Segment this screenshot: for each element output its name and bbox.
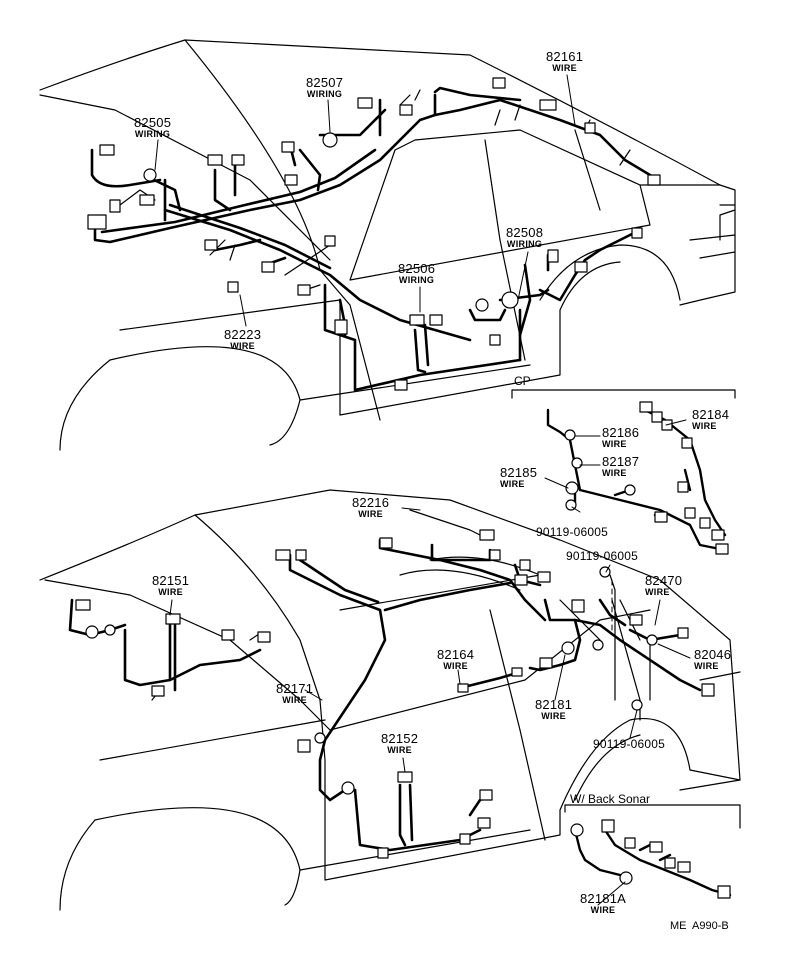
label-82186: 82186 WIRE (602, 426, 639, 449)
part-number: 82508 (506, 225, 544, 240)
label-82171: 82171 WIRE (276, 682, 313, 705)
part-number: 90119-06005 (536, 525, 609, 539)
cp-detail-frame (511, 389, 736, 399)
label-82161: 82161 WIRE (546, 50, 583, 73)
label-leader-lines (154, 74, 691, 906)
part-number: 82216 (352, 495, 390, 510)
label-90119-a: 90119-06005 (536, 526, 608, 538)
lower-connectors (75, 529, 715, 859)
part-name: WIRE (692, 421, 717, 431)
part-name: WIRE (387, 745, 412, 755)
label-82507: 82507 WIRING (306, 76, 343, 99)
part-name: WIRE (158, 587, 183, 597)
part-name: WIRE (602, 439, 627, 449)
part-number: 82506 (398, 261, 436, 276)
part-number: 82187 (602, 454, 640, 469)
label-82181a: 82181A WIRE (580, 892, 626, 915)
part-number: 82507 (306, 75, 344, 90)
part-name: WIRE (590, 905, 616, 915)
label-82506: 82506 WIRING (398, 262, 435, 285)
label-82505: 82505 WIRING (134, 116, 171, 139)
part-number: 82152 (381, 731, 419, 746)
label-90119-b: 90119-06005 (566, 550, 638, 562)
label-82223: 82223 WIRE (224, 328, 261, 351)
section-cp-label: CP (514, 374, 531, 388)
part-number: 82186 (602, 425, 640, 440)
label-82152: 82152 WIRE (381, 732, 418, 755)
label-82184: 82184 WIRE (692, 408, 729, 431)
label-82151: 82151 WIRE (152, 574, 189, 597)
part-number: 82505 (134, 115, 172, 130)
part-number: 82181 (535, 697, 573, 712)
label-82181: 82181 WIRE (535, 698, 572, 721)
upper-wiring-harness (90, 86, 657, 392)
label-82164: 82164 WIRE (437, 648, 474, 671)
part-name: WIRE (230, 341, 255, 351)
back-sonar-detail-frame (564, 804, 741, 829)
part-name: WIRING (506, 239, 543, 249)
label-82185: 82185 WIRE (500, 466, 537, 489)
part-name: WIRE (282, 695, 307, 705)
part-name: WIRE (541, 711, 566, 721)
part-number: 82181A (580, 891, 627, 906)
part-number: 82184 (692, 407, 730, 422)
label-82508: 82508 WIRING (506, 226, 543, 249)
back-sonar-connectors (570, 819, 731, 899)
section-back-sonar-label: W/ Back Sonar (570, 792, 651, 806)
part-number: 82223 (224, 327, 262, 342)
label-82187: 82187 WIRE (602, 455, 639, 478)
part-name: WIRE (602, 468, 627, 478)
part-number: 90119-06005 (566, 549, 639, 563)
part-number: 82151 (152, 573, 190, 588)
part-name: WIRE (358, 509, 383, 519)
label-82216: 82216 WIRE (352, 496, 389, 519)
part-name: WIRE (694, 661, 719, 671)
cp-connectors (564, 401, 729, 555)
part-number: 90119-06005 (593, 737, 666, 751)
part-number: 82046 (694, 647, 732, 662)
part-number: 82164 (437, 647, 475, 662)
part-number: 82161 (546, 49, 584, 64)
label-82046: 82046 WIRE (694, 648, 731, 671)
diagram-reference-code: ME A990-B (670, 920, 729, 932)
part-name: WIRING (398, 275, 435, 285)
part-name: WIRE (500, 479, 525, 489)
upper-car-body-outline (39, 39, 736, 451)
part-name: WIRING (134, 129, 171, 139)
part-name: WIRING (306, 89, 343, 99)
part-name: WIRE (552, 63, 577, 73)
label-90119-c: 90119-06005 (593, 738, 665, 750)
upper-connectors (87, 77, 661, 391)
part-name: WIRE (443, 661, 468, 671)
back-sonar-harness (573, 828, 732, 897)
part-number: 82470 (645, 573, 683, 588)
label-82470: 82470 WIRE (645, 574, 682, 597)
part-number: 82185 (500, 465, 538, 480)
part-name: WIRE (645, 587, 670, 597)
part-number: 82171 (276, 681, 314, 696)
